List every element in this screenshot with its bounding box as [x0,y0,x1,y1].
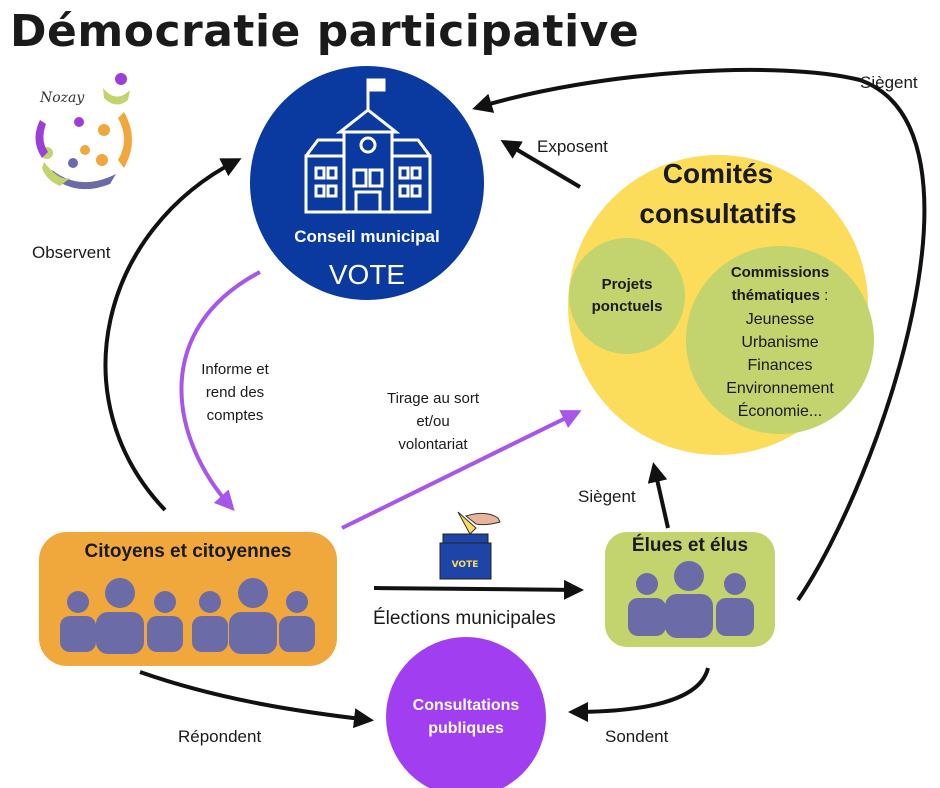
edge-label-informe-line: comptes [206,407,264,424]
people-group-icon [628,561,754,638]
commissions-colon: : [820,287,829,304]
committees-title-line1: Comités [662,158,774,189]
edge-label-exposent: Exposent [537,137,608,156]
edge-label-tirage-line: et/ou [416,413,450,430]
edge-label-elections: Élections municipales [373,608,556,629]
edge-label-repondent: Répondent [178,727,262,746]
elected-name: Élues et élus [631,535,749,556]
projects-circle [569,238,685,354]
projects-line1: Projets [601,276,653,293]
committees-title-line2: consultatifs [639,198,797,229]
ballot-box-icon: VOTE [439,511,501,580]
town-hall-icon [304,78,432,214]
arrow-informe [179,270,261,511]
consultations-circle [386,637,546,788]
arrow-siegent-top [472,67,927,602]
commissions-title-line1: Commissions [730,264,830,281]
arrow-exposent [500,139,582,189]
edge-label-tirage-line: volontariat [398,436,468,453]
arrow-observent [103,158,242,512]
people-group-icon [60,578,315,654]
citizens-name: Citoyens et citoyennes [84,541,292,562]
council-vote: VOTE [328,259,406,290]
edge-label-siegent-mid: Siègent [578,487,636,506]
ballot-box-label: VOTE [452,560,479,570]
logo: Nozay [35,73,132,190]
theme-item: Environnement [726,380,834,397]
commissions-circle [686,246,874,434]
arrow-elections [373,579,584,600]
consultations-line2: publiques [428,720,504,737]
theme-item: Urbanisme [741,334,819,351]
arrow-sondent [568,667,710,722]
edge-label-sondent: Sondent [605,727,669,746]
consultations-line1: Consultations [412,697,520,714]
edge-label-informe-line: rend des [205,384,265,401]
edge-label-informe-line: Informe et [201,361,269,378]
logo-text: Nozay [39,90,85,106]
edge-label-siegent-top: Siègent [860,73,918,92]
page-title: Démocratie participative [10,6,640,57]
arrow-siegent-mid [647,462,670,529]
projects-line2: ponctuels [591,298,663,315]
council-name: Conseil municipal [294,227,440,246]
edge-label-tirage-line: Tirage au sort [387,390,479,407]
theme-item: Économie... [737,403,823,420]
arrow-tirage [341,410,582,530]
commissions-title-line2: thématiques [731,287,820,304]
arrow-repondent [139,670,374,729]
commissions-title-line2-row: thématiques : [700,285,860,307]
theme-item: Finances [747,357,813,374]
theme-item: Jeunesse [745,311,815,328]
edge-label-observent: Observent [32,243,111,262]
